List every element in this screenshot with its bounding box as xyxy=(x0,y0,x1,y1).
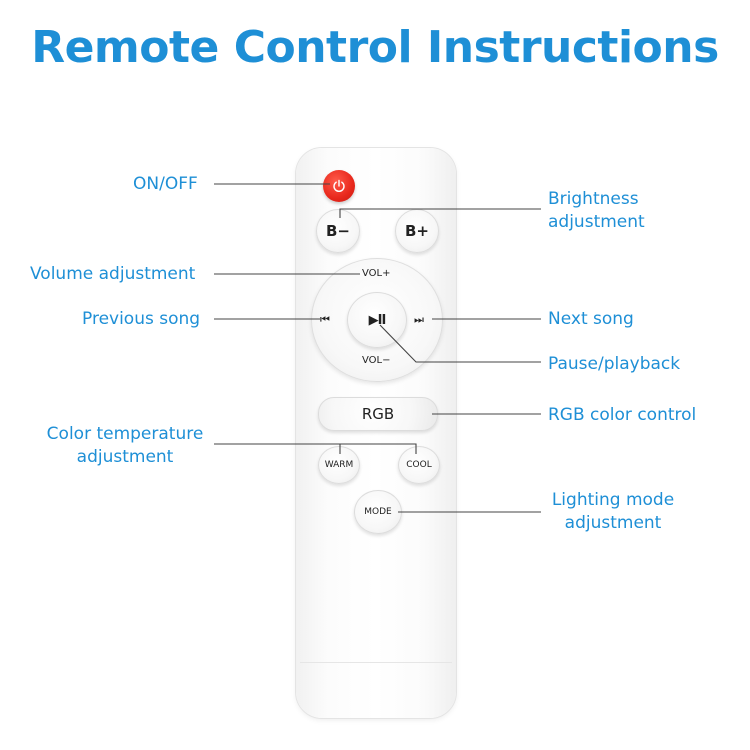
play-pause-icon: ▶II xyxy=(368,312,387,328)
label-lighting-mode-line2: adjustment xyxy=(564,513,662,533)
power-button[interactable] xyxy=(323,170,355,202)
volume-up-button[interactable]: VOL+ xyxy=(362,268,391,279)
remote-seam xyxy=(300,662,452,663)
label-color-temp-line1: Color temperature xyxy=(46,424,204,444)
label-lighting-mode-line1: Lighting mode xyxy=(551,490,675,510)
label-lighting-mode: Lighting mode adjustment xyxy=(546,489,680,535)
brightness-down-button[interactable]: B− xyxy=(316,209,360,253)
brightness-up-button[interactable]: B+ xyxy=(395,209,439,253)
cool-button[interactable]: COOL xyxy=(398,446,440,484)
leader-brightness xyxy=(339,208,541,218)
previous-song-icon[interactable]: ⏮ xyxy=(320,313,330,326)
label-brightness-line1: Brightness xyxy=(548,189,639,209)
label-brightness: Brightness adjustment xyxy=(548,188,645,234)
leader-color-temp xyxy=(214,443,417,454)
label-color-temp: Color temperature adjustment xyxy=(41,423,209,469)
warm-button[interactable]: WARM xyxy=(318,446,360,484)
rgb-button[interactable]: RGB xyxy=(318,397,438,431)
leader-pause xyxy=(379,324,541,363)
play-pause-button[interactable]: ▶II xyxy=(347,292,407,348)
next-song-icon[interactable]: ⏭ xyxy=(414,313,424,326)
page-title: Remote Control Instructions xyxy=(31,22,719,73)
label-volume: Volume adjustment xyxy=(30,264,196,284)
label-rgb: RGB color control xyxy=(548,405,697,425)
power-icon xyxy=(333,179,345,193)
label-color-temp-line2: adjustment xyxy=(76,447,174,467)
label-on-off: ON/OFF xyxy=(133,174,198,194)
label-pause: Pause/playback xyxy=(548,354,681,374)
label-brightness-line2: adjustment xyxy=(548,212,645,232)
mode-button[interactable]: MODE xyxy=(354,490,402,534)
label-next: Next song xyxy=(548,309,634,329)
label-previous: Previous song xyxy=(82,309,201,329)
volume-down-button[interactable]: VOL− xyxy=(362,355,391,366)
